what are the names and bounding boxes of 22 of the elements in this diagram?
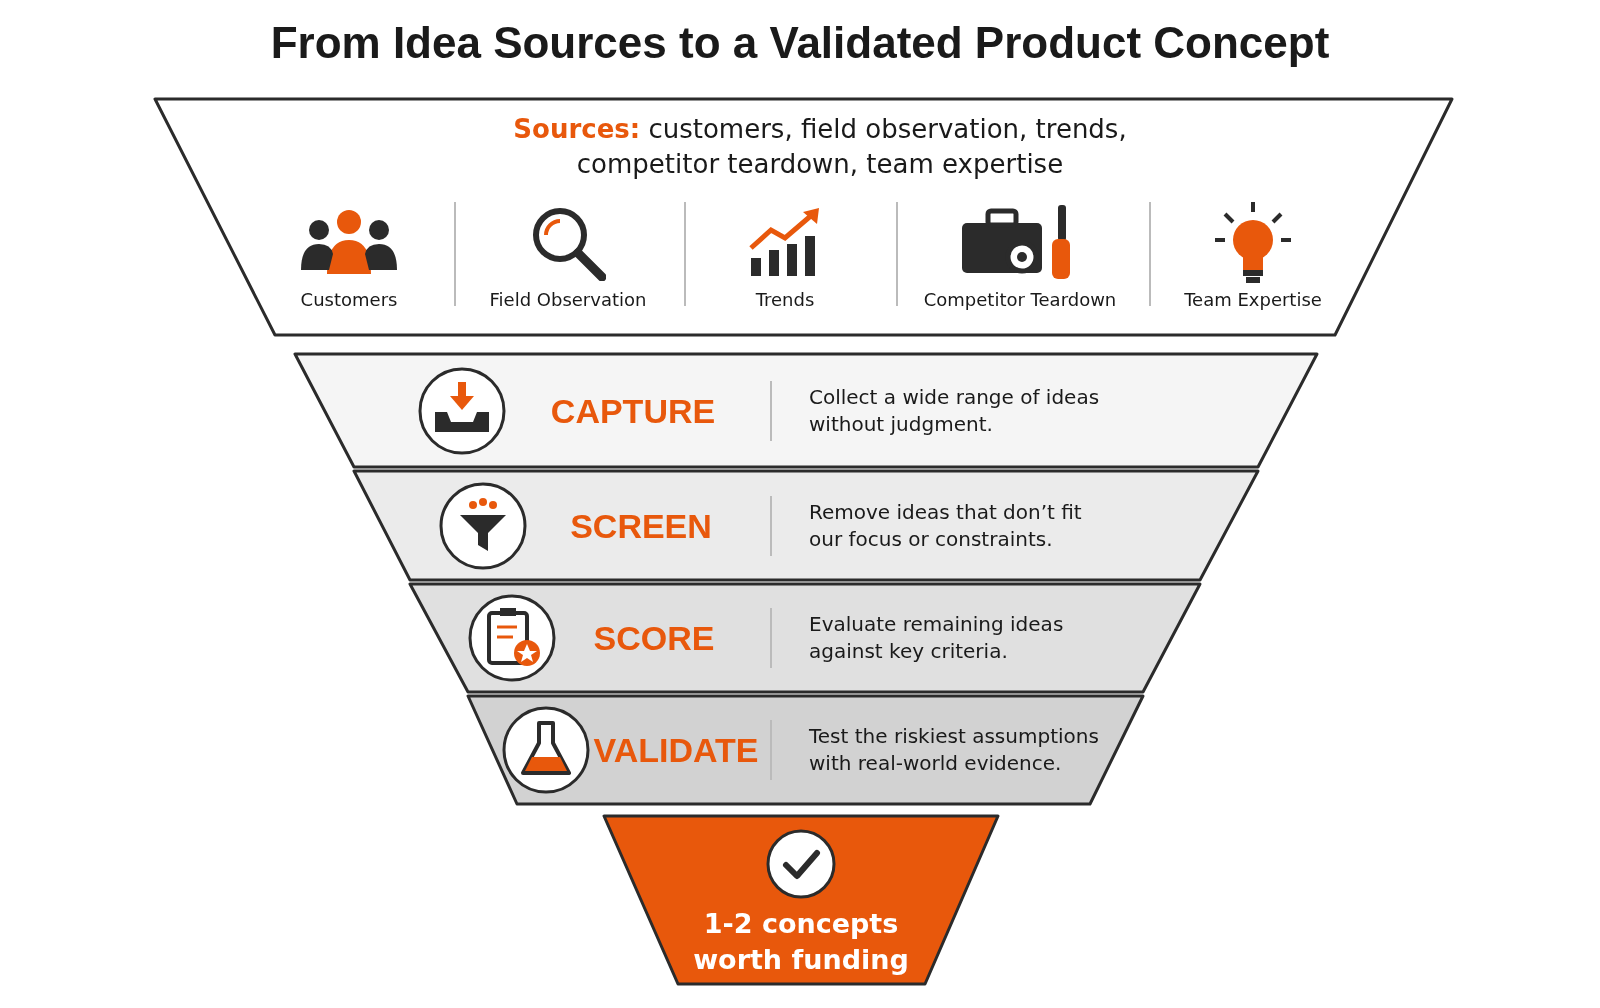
stage-description: Collect a wide range of ideas without judgment. — [809, 383, 1101, 438]
funnel-stage-band — [466, 694, 1145, 806]
stage-title: SCORE — [593, 618, 715, 658]
funnel-stage-band — [293, 352, 1319, 469]
source-label: Trends — [755, 289, 815, 310]
source-label: Competitor Teardown — [923, 289, 1117, 310]
source-label: Team Expertise — [1184, 289, 1322, 310]
funnel-stage-band — [408, 582, 1202, 694]
output-text: 1-2 concepts worth funding — [692, 907, 910, 977]
stage-description: Evaluate remaining ideas against key criteria. — [809, 611, 1065, 665]
stage-description: Remove ideas that don’t fit our focus or constraints. — [809, 498, 1083, 553]
stage-title: CAPTURE — [550, 391, 716, 430]
stage-title: SCREEN — [570, 506, 712, 545]
sources-heading: Sources: customers, field observation, trends, competitor teardown, team expertise — [512, 113, 1128, 181]
stage-description: Test the riskiest assumptions with real-world evidence. — [809, 723, 1100, 777]
funnel-output-box — [602, 814, 1000, 986]
funnel-top-band — [153, 97, 1454, 337]
source-label: Customers — [300, 289, 398, 310]
source-label: Field Observation — [489, 289, 647, 310]
title: From Idea Sources to a Validated Product Concept — [269, 18, 1331, 68]
funnel-stage-band — [352, 469, 1260, 582]
stage-title: VALIDATE — [593, 730, 759, 770]
